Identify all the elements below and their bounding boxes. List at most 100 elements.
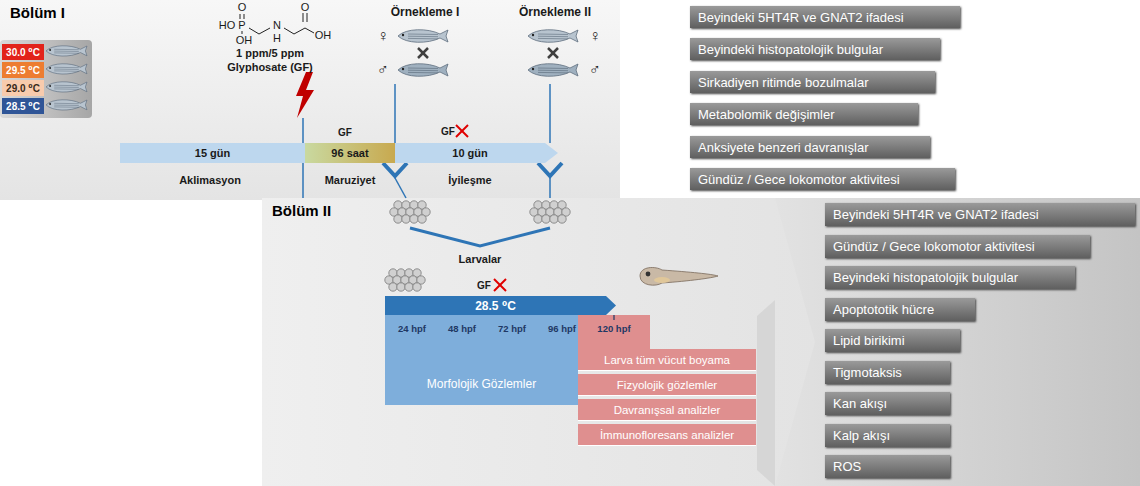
- bar-box: 28.5 ⁰C: [385, 296, 606, 315]
- node-text: Morfolojik Gözlemler: [427, 377, 536, 391]
- list2-box: Tigmotaksis: [825, 361, 950, 384]
- list-box: Beyindeki 5HT4R ve GNAT2 ifadesi: [690, 6, 960, 28]
- text-label: Aklimasyon: [179, 174, 241, 186]
- pink-box: Larva tüm vücut boyama: [578, 349, 756, 371]
- fish-stripe: [408, 70, 438, 72]
- panel-box: Bölüm II 28.5 ⁰C Morfolojik Gözlemler Larva…: [262, 198, 1140, 486]
- fish-icon: [46, 64, 87, 74]
- bond-line: [303, 13, 304, 22]
- bond-line: [284, 28, 305, 34]
- node-text: Tigmotaksis: [833, 365, 902, 380]
- node-text: Gündüz / Gece lokomotor aktivitesi: [833, 239, 1035, 254]
- text-label: 72 hpf: [498, 323, 526, 334]
- fish-stripe: [54, 67, 79, 68]
- final-stage-patch: [578, 315, 650, 349]
- pink-box: Davranışsal analizler: [578, 399, 756, 421]
- pink-box: Fizyolojik gözlemler: [578, 374, 756, 396]
- node-text: Bölüm II: [272, 202, 331, 219]
- shading-wedge: [757, 300, 775, 486]
- fish-stripe: [538, 68, 568, 70]
- temp-box: 29.5 ⁰C: [2, 62, 44, 78]
- seg-box: 15 gün: [120, 143, 305, 163]
- fish-stripe: [538, 72, 568, 74]
- bond-line: [240, 14, 241, 19]
- lightning-bolt: [296, 72, 314, 118]
- chevron-region: [775, 198, 1140, 486]
- fish-stripe: [54, 69, 79, 70]
- bond-line: [249, 28, 270, 34]
- mating-cross: [418, 48, 428, 58]
- fish-stripe: [408, 36, 438, 38]
- fish-eye: [49, 85, 51, 87]
- text-label: ♀: [589, 27, 601, 45]
- list2-box: Kan akışı: [825, 392, 950, 415]
- no-exposure-cross: [494, 279, 506, 291]
- fish-body: [46, 100, 87, 110]
- fish-stripe: [538, 36, 568, 38]
- node-text: 28.5 ⁰C: [6, 101, 40, 112]
- fish-icon: [528, 64, 578, 77]
- fish-stripe: [54, 85, 79, 86]
- text-label: ♂: [377, 61, 389, 79]
- mating-cross: [418, 48, 428, 58]
- panel-box: Bölüm I30.0 ⁰C29.5 ⁰C29.0 ⁰C28.5 ⁰C15 gü…: [0, 0, 620, 200]
- list-box: Gündüz / Gece lokomotor aktivitesi: [690, 168, 955, 190]
- fish-stripe: [54, 106, 79, 107]
- fish-stripe: [54, 87, 79, 88]
- node-text: Kan akışı: [833, 396, 887, 411]
- node-text: 29.5 ⁰C: [6, 65, 40, 76]
- sampling-line: [395, 178, 406, 198]
- no-exposure-cross: [494, 279, 506, 291]
- fish-eye: [49, 67, 51, 69]
- mating-cross: [548, 48, 558, 58]
- fish-icon: [528, 30, 578, 43]
- egg-cluster: [385, 269, 425, 291]
- text-label: N: [273, 19, 281, 31]
- text-label: GF: [477, 280, 491, 291]
- fish-stripe: [54, 70, 79, 71]
- fish-stripe: [54, 105, 79, 106]
- sampling-line: [394, 84, 396, 143]
- text-label: 24 hpf: [398, 323, 426, 334]
- text-label: Maruziyet: [325, 174, 376, 186]
- panel-background: [262, 198, 1140, 486]
- larva-eye: [646, 272, 651, 277]
- text-label: HO: [219, 19, 236, 31]
- fish-icon: [398, 30, 448, 43]
- sampling-line: [549, 84, 551, 143]
- fish-eye: [402, 68, 404, 70]
- bond-line: [242, 31, 243, 34]
- seg-box: 10 gün: [395, 143, 545, 163]
- node-text: Fizyolojik gözlemler: [617, 379, 717, 391]
- fish-stripe: [54, 51, 79, 52]
- temperature-arrow-tip: [606, 296, 616, 315]
- node-text: Davranışsal analizler: [614, 404, 721, 416]
- text-label: 48 hpf: [448, 323, 476, 334]
- text-label: ♂: [589, 61, 601, 79]
- temp-box: 30.0 ⁰C: [2, 44, 44, 60]
- egg: [397, 283, 405, 291]
- node-text: 29.0 ⁰C: [6, 83, 40, 94]
- fish-stripe: [408, 68, 438, 70]
- time-tick: [613, 315, 614, 320]
- node-text: ROS: [833, 459, 861, 474]
- no-exposure-cross: [456, 125, 468, 137]
- fish-body: [46, 46, 87, 56]
- text-label: OH: [236, 34, 253, 46]
- text-label: H: [273, 32, 281, 44]
- text-label: Larvalar: [459, 253, 502, 265]
- fish-eye: [49, 103, 51, 105]
- node-text: 28.5 ⁰C: [475, 299, 516, 313]
- sampling-line: [549, 178, 551, 198]
- node-text: Sirkadiyen ritimde bozulmalar: [698, 75, 869, 90]
- sampling-chevron: [383, 163, 407, 176]
- list2-box: Beyindeki histopatolojik bulgular: [825, 266, 1075, 289]
- egg: [410, 215, 418, 223]
- node-text: Beyindeki histopatolojik bulgular: [698, 42, 883, 57]
- list2-box: Kalp akışı: [825, 424, 950, 447]
- node-text: Kalp akışı: [833, 428, 890, 443]
- temp-box: 29.0 ⁰C: [2, 80, 44, 96]
- egg: [402, 215, 410, 223]
- fish-stripe: [538, 38, 568, 40]
